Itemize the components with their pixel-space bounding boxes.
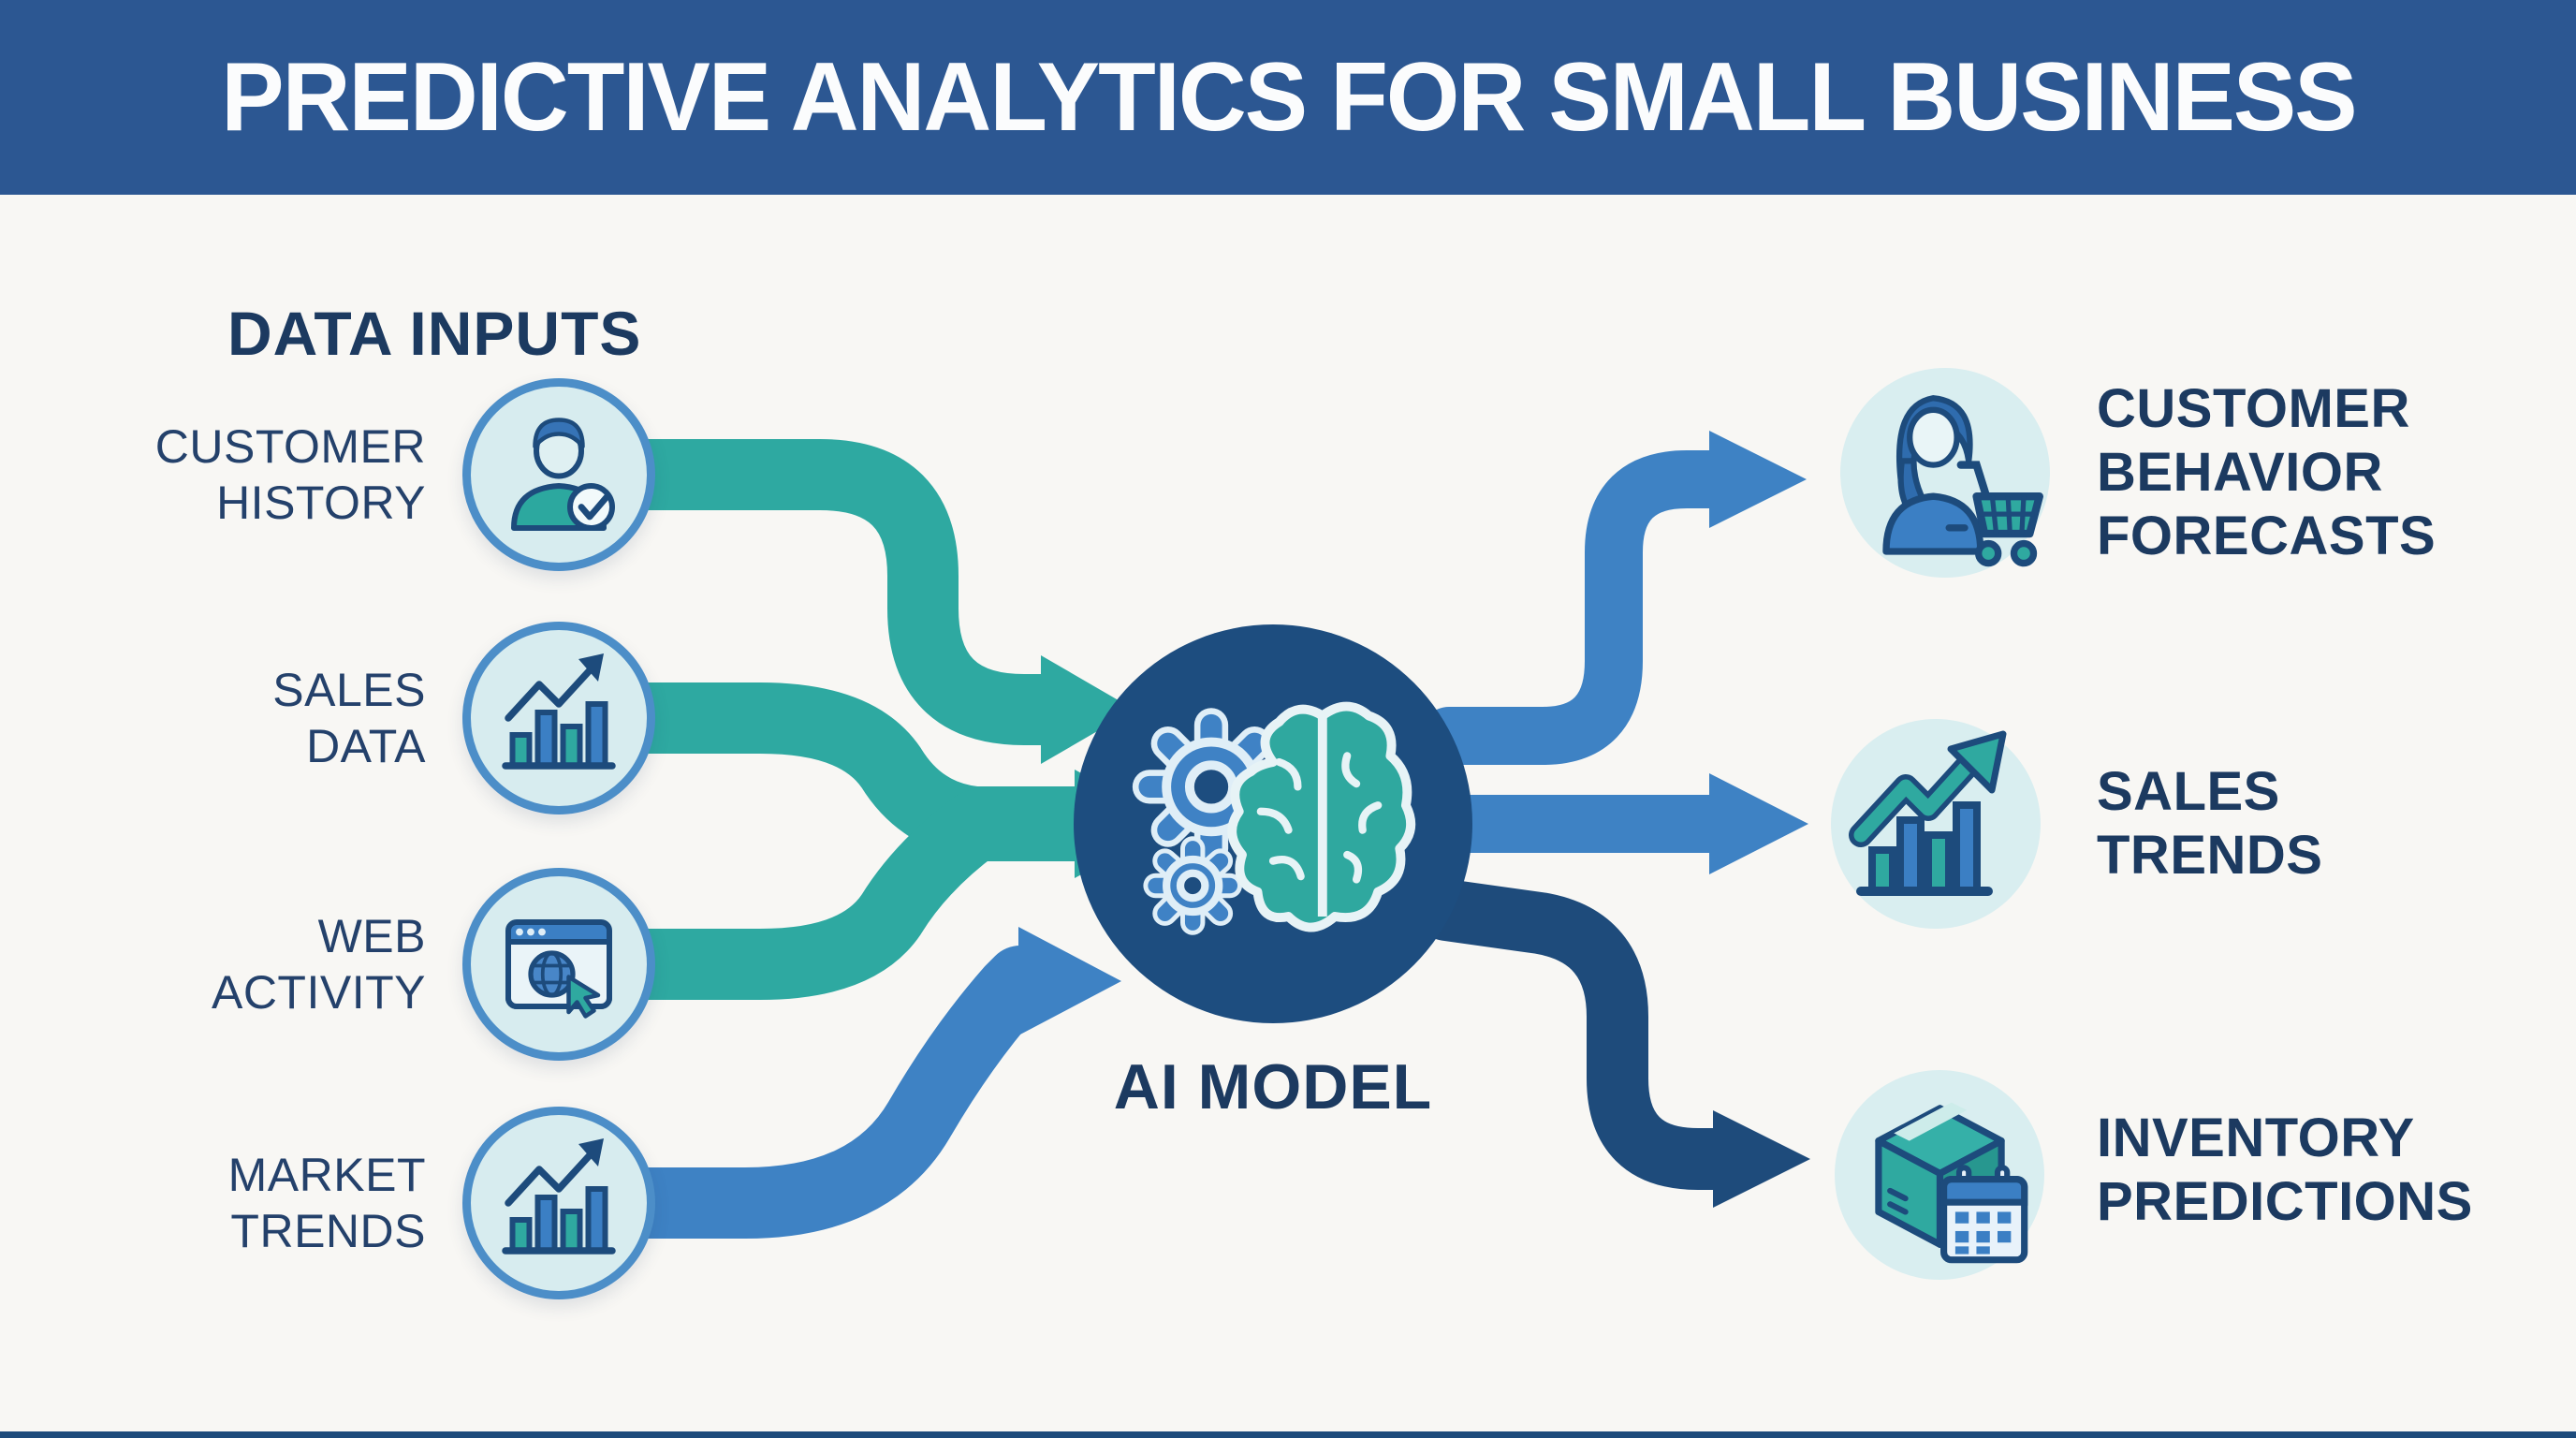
bar-chart-growth-icon	[502, 653, 616, 770]
header-banner: PREDICTIVE ANALYTICS FOR SMALL BUSINESS	[0, 0, 2576, 195]
input-item-web-activity	[462, 868, 655, 1061]
output-label-sales-trends: SALES TRENDS	[2097, 761, 2323, 886]
arrow-ai-to-inventory	[1415, 879, 1810, 1208]
trend-arrow-chart-icon	[1849, 730, 2007, 896]
output-label-customer-behavior: CUSTOMER BEHAVIOR FORECASTS	[2097, 378, 2437, 566]
inputs-heading: DATA INPUTS	[227, 299, 642, 368]
arrow-customer-history-to-ai	[526, 439, 1134, 764]
input-label-web-activity: WEB ACTIVITY	[211, 910, 426, 1019]
input-label-market-trends: MARKET TRENDS	[227, 1149, 426, 1257]
box-calendar-icon	[1874, 1102, 2027, 1263]
gears-brain-icon	[1132, 701, 1416, 935]
input-item-customer-history	[462, 378, 655, 571]
shopper-cart-icon	[1882, 395, 2043, 567]
brain-icon	[1227, 701, 1416, 932]
input-label-sales-data: SALES DATA	[272, 664, 426, 772]
input-item-market-trends	[462, 1107, 655, 1299]
input-label-customer-history: CUSTOMER HISTORY	[154, 420, 426, 529]
arrow-ai-to-customer-behavior	[1420, 431, 1807, 765]
person-check-icon	[511, 418, 615, 531]
output-item-inventory	[1835, 1070, 2044, 1280]
input-item-sales-data	[462, 622, 655, 814]
output-label-inventory: INVENTORY PREDICTIONS	[2097, 1108, 2473, 1232]
arrow-market-trends-to-ai	[526, 927, 1121, 1239]
page-title: PREDICTIVE ANALYTICS FOR SMALL BUSINESS	[220, 42, 2357, 152]
ai-model-label: AI MODEL	[1113, 1051, 1433, 1123]
bottom-border-bar	[0, 1431, 2576, 1438]
arrow-ai-to-sales-trends	[1427, 773, 1808, 874]
browser-globe-cursor-icon	[505, 919, 612, 1019]
bar-chart-growth-icon	[502, 1138, 616, 1255]
output-item-customer-behavior	[1840, 368, 2050, 578]
ai-model-circle	[1074, 624, 1472, 1023]
output-item-sales-trends	[1831, 719, 2041, 929]
gear-icon	[1132, 708, 1291, 935]
